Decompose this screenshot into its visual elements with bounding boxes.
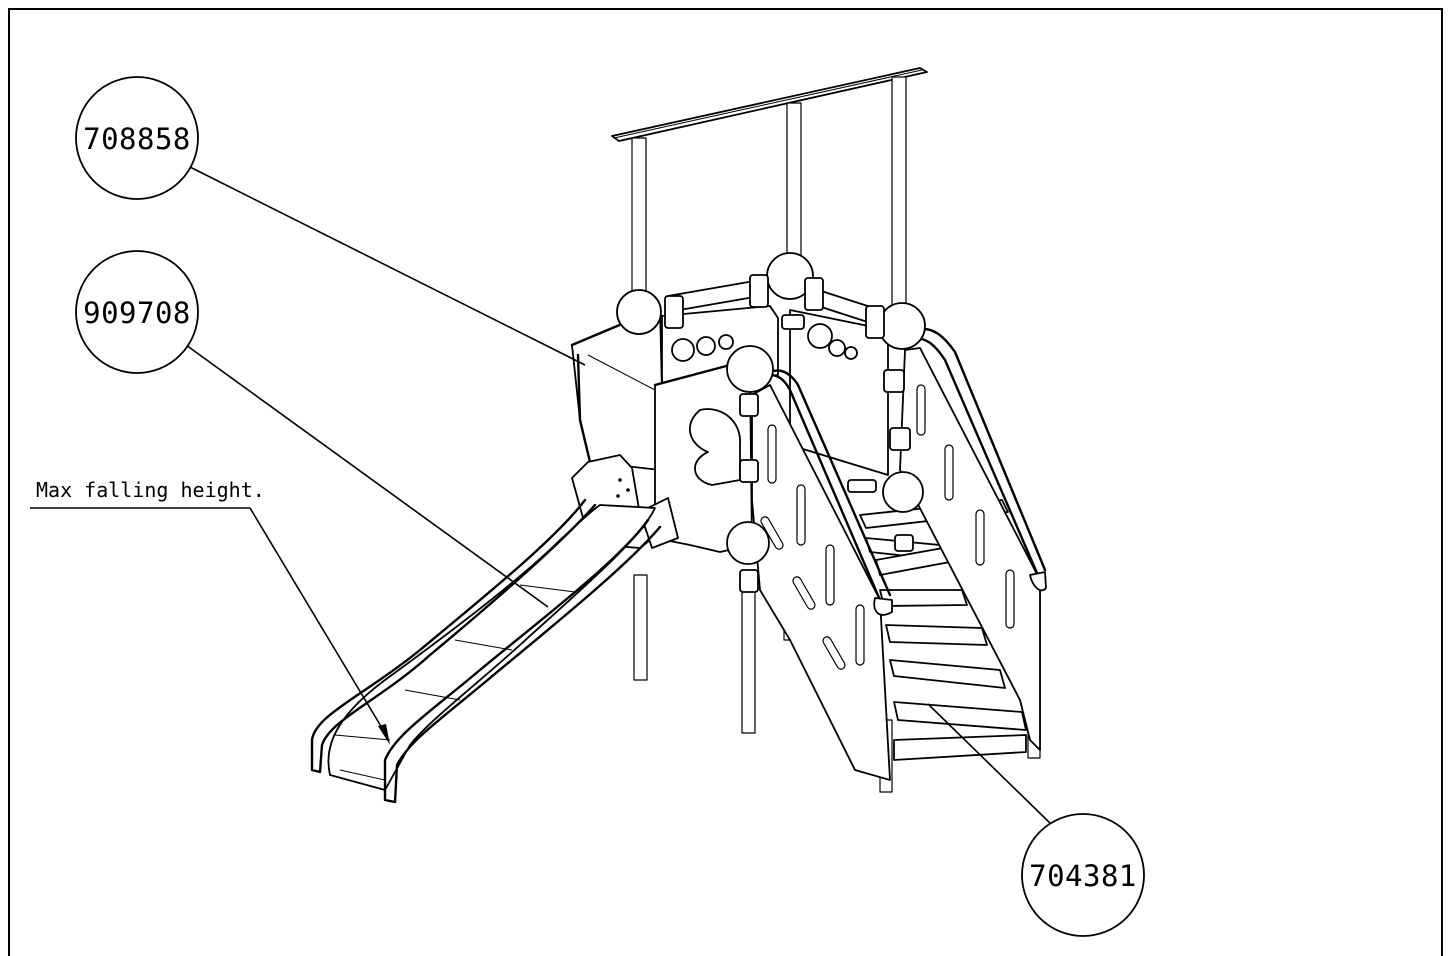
leader-line-part-b — [185, 344, 549, 608]
leader-arrowhead — [378, 724, 390, 745]
stair-side-right — [899, 347, 1041, 751]
stair-steps — [859, 499, 1027, 761]
ball-connectors — [616, 252, 926, 565]
slide — [310, 454, 679, 804]
callout-part-a: 708858 — [75, 76, 199, 200]
leader-line-note — [249, 507, 386, 734]
leader-line-part-a — [187, 165, 586, 366]
callout-label-part-c: 704381 — [1029, 859, 1137, 893]
roof-board — [611, 67, 928, 142]
falling-height-note: Max falling height. — [36, 478, 265, 502]
callout-circle-part-a — [75, 76, 199, 200]
callout-part-c: 704381 — [1021, 813, 1145, 937]
leader-lines — [30, 165, 1053, 826]
clamps — [664, 274, 914, 593]
callout-label-part-a: 708858 — [83, 122, 191, 156]
callout-part-b: 909708 — [75, 250, 199, 374]
callout-circle-part-b — [75, 250, 199, 374]
playground-structure — [310, 67, 1047, 804]
callout-label-part-b: 909708 — [83, 296, 191, 330]
stair-side-left — [751, 384, 891, 781]
sheet-border — [8, 8, 1443, 956]
callout-circle-part-c — [1021, 813, 1145, 937]
leader-line-part-c — [927, 703, 1053, 826]
